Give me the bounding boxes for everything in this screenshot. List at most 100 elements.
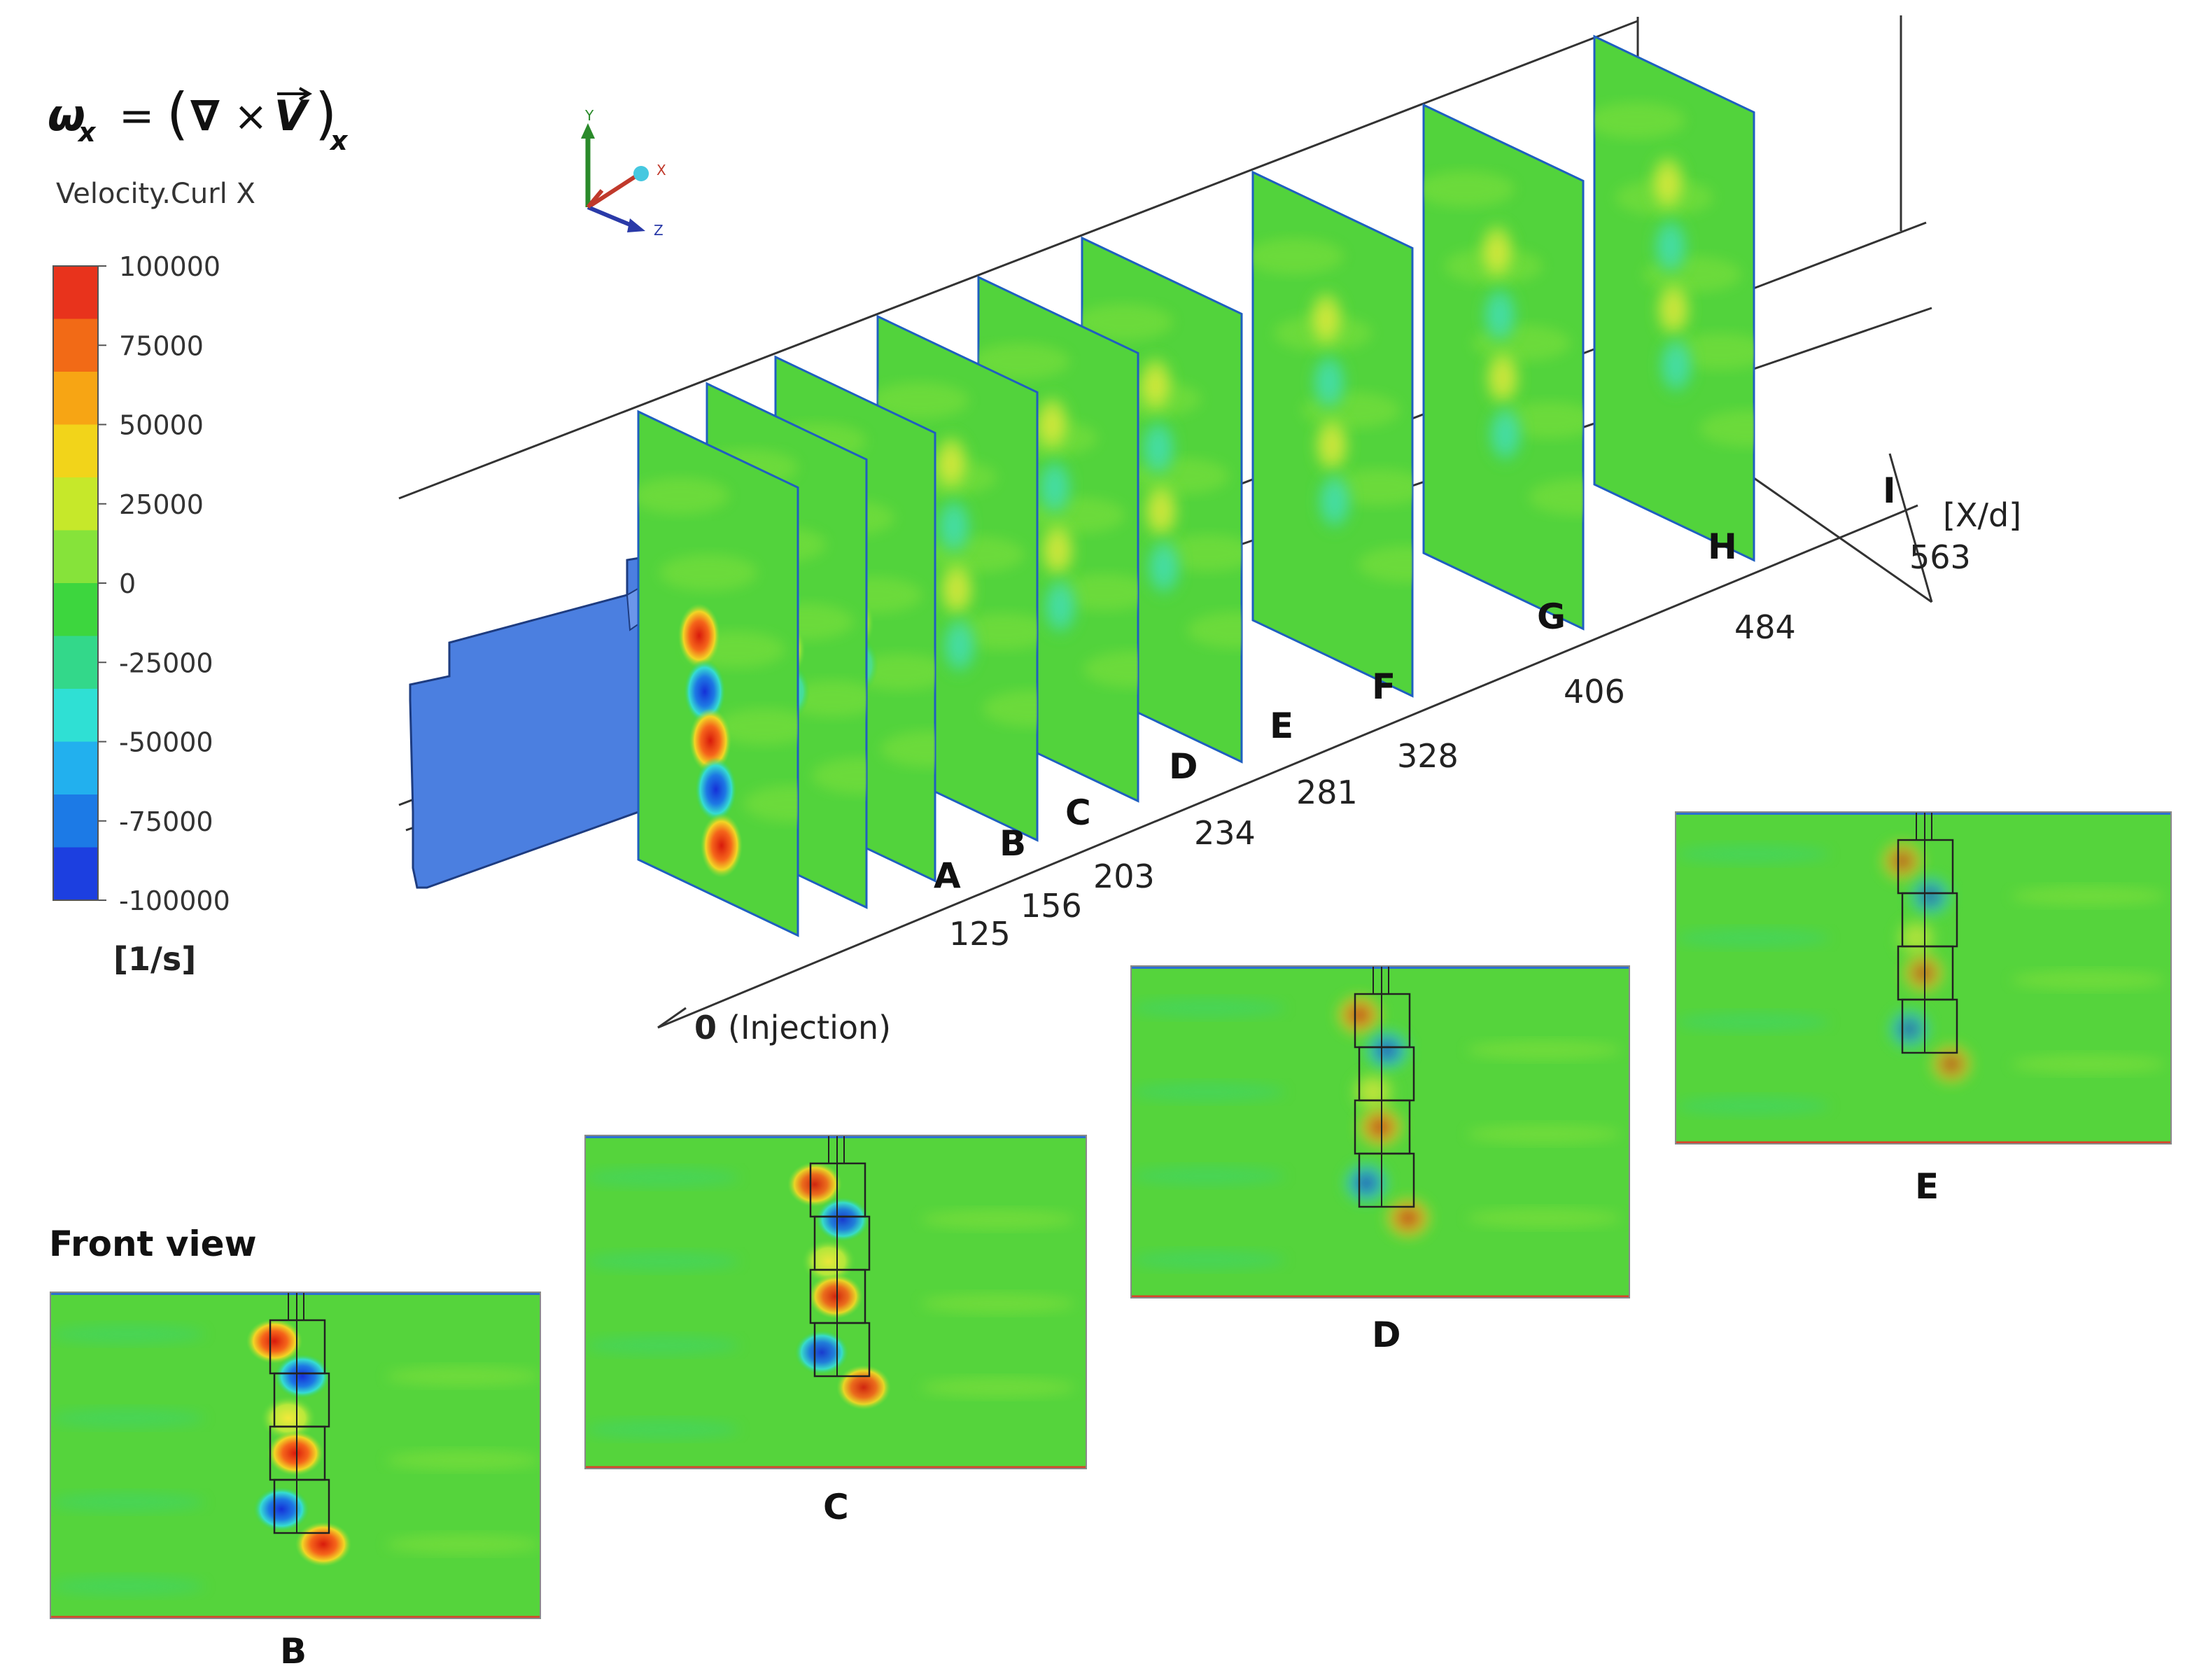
vortex-blob: [938, 612, 981, 679]
vortex-blob: [808, 1274, 863, 1319]
equation-lhs-sub: x: [77, 117, 97, 148]
vortex-blob: [1928, 1042, 1975, 1086]
vector-arrow-icon: [277, 87, 313, 101]
legend-tick-label: -50000: [119, 727, 213, 758]
flow-streak: [2012, 970, 2166, 990]
vortex-blob: [1310, 412, 1353, 479]
flow-streak: [1467, 1208, 1621, 1228]
front-panel-b: B: [50, 1292, 541, 1672]
legend-swatch: [53, 318, 98, 372]
panel-letter: D: [1372, 1315, 1401, 1355]
triad-z-label: Z: [654, 222, 664, 239]
panel-letter: B: [280, 1631, 307, 1672]
flow-streak: [585, 1252, 739, 1271]
legend-unit: [1/s]: [113, 940, 196, 978]
plane-band: [1187, 612, 1242, 648]
legend-title: Velocity.Curl X: [56, 178, 255, 210]
section-plane-h: [1422, 103, 1585, 631]
front-view-panels: B C D E: [50, 811, 2172, 1672]
flow-streak: [1676, 1012, 1830, 1032]
front-panel-c: C: [584, 1135, 1087, 1527]
section-plane-a: [637, 410, 799, 937]
vortex-blob: [1481, 344, 1524, 412]
section-plane-i: [1593, 34, 1755, 562]
section-plane-g: [1251, 170, 1414, 698]
plane-position-label: 281: [1296, 774, 1358, 811]
flow-streak: [921, 1378, 1075, 1397]
vortex-blob: [1652, 276, 1694, 343]
panel-frame: [1130, 965, 1630, 1298]
vortex-blob: [1484, 400, 1526, 468]
plane-band: [1699, 410, 1754, 447]
front-panel-d: D: [1130, 965, 1630, 1355]
domain-edge-top: [398, 20, 1638, 500]
flow-streak: [50, 1324, 204, 1344]
legend-swatch: [53, 689, 98, 743]
vortex-blob: [929, 430, 972, 497]
front-view-title: Front view: [49, 1224, 257, 1264]
plane-band: [1082, 304, 1173, 340]
plane-band: [743, 785, 798, 822]
flow-streak: [921, 1210, 1075, 1229]
triad-x-stub: [586, 189, 604, 209]
legend-tick-label: 100000: [119, 251, 220, 282]
equation-nabla: ∇: [190, 92, 220, 141]
plane-position-label: 328: [1397, 737, 1459, 775]
legend-tick-label: -100000: [119, 886, 230, 916]
panel-letter: E: [1915, 1166, 1939, 1207]
flow-streak: [585, 1168, 739, 1187]
equation-rhs-sub: x: [329, 125, 349, 156]
axis-triad: Y X Z: [581, 107, 666, 239]
vortex-blob: [1134, 351, 1177, 419]
domain-edge-right-2: [1746, 472, 1932, 603]
vortex-blob: [1305, 286, 1347, 353]
injector-outline: [1358, 1152, 1415, 1208]
flow-streak: [585, 1420, 739, 1439]
flow-streak: [1676, 844, 1830, 864]
legend-swatch: [53, 424, 98, 478]
vortex-blob: [1334, 993, 1384, 1037]
plane-band: [715, 708, 798, 745]
vortex-blob: [932, 493, 975, 560]
vortex-blob: [1355, 1105, 1405, 1149]
plane-band: [1529, 479, 1583, 515]
flow-streak: [1131, 998, 1285, 1018]
vortex-blob: [1348, 1070, 1398, 1114]
vortex-blob: [1137, 414, 1179, 482]
flow-streak: [1467, 1124, 1621, 1144]
plane-position-label: 563: [1909, 538, 1971, 576]
legend-swatch: [53, 372, 98, 426]
vortex-blob: [815, 1197, 870, 1242]
x-axis-origin-tick: [657, 1007, 687, 1029]
vortex-blob: [1036, 517, 1079, 584]
plane-letter: A: [934, 855, 961, 896]
flow-streak: [50, 1408, 204, 1428]
vortex-blob: [1886, 1007, 1933, 1051]
equation-equals: =: [119, 92, 154, 141]
equation-times: ×: [234, 92, 268, 140]
plane-band: [812, 757, 866, 794]
flow-streak: [2012, 1054, 2166, 1074]
triad-x-axis: [587, 174, 637, 209]
plane-band: [1594, 102, 1685, 139]
plane-letter: G: [1537, 596, 1566, 637]
triad-z-arrow-icon: [627, 218, 645, 232]
vortex-blob: [787, 1162, 842, 1207]
plane-band: [978, 343, 1069, 379]
legend-swatch: [53, 847, 98, 901]
legend-tick-label: -25000: [119, 648, 213, 678]
triad-x-ball-icon: [633, 166, 649, 181]
vortex-blob: [694, 757, 737, 822]
equation-vector: V: [274, 92, 310, 141]
plane-band: [1424, 171, 1515, 207]
flow-streak: [1131, 1082, 1285, 1102]
vortex-blob: [1907, 874, 1954, 918]
plane-band: [983, 690, 1037, 727]
plane-letter: D: [1169, 746, 1198, 787]
injector-outline: [273, 1478, 330, 1534]
plane-position-label: 234: [1194, 814, 1256, 852]
flow-streak: [1131, 1166, 1285, 1186]
vortex-blob: [794, 1330, 849, 1375]
panel-frame: [50, 1292, 541, 1619]
